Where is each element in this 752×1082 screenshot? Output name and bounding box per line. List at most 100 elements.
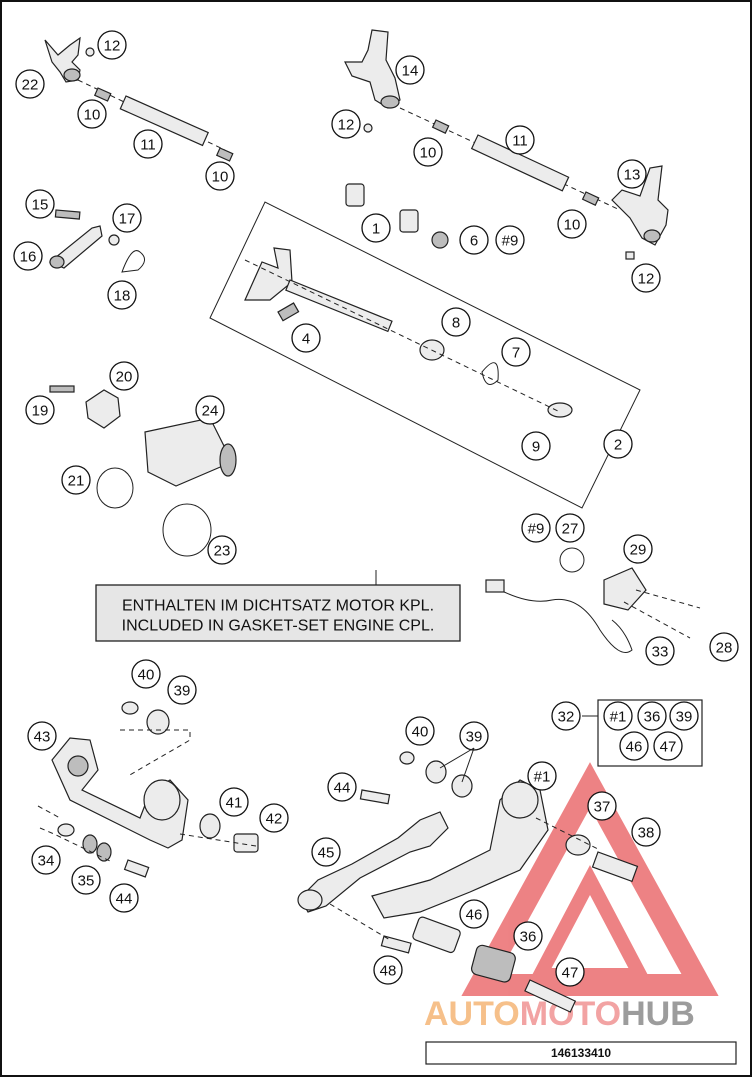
callout-circle bbox=[653, 731, 683, 761]
callout-41: 41 bbox=[219, 787, 249, 817]
callout-circle bbox=[15, 69, 45, 99]
callout-12: 12 bbox=[631, 263, 661, 293]
callout-38: 38 bbox=[631, 817, 661, 847]
callout-circle bbox=[131, 659, 161, 689]
callout-16: 16 bbox=[13, 241, 43, 271]
callout-18: 18 bbox=[107, 280, 137, 310]
callout-28: 28 bbox=[709, 632, 739, 662]
callout-label: 1 bbox=[372, 221, 380, 238]
callout-label: 7 bbox=[512, 345, 520, 362]
callout-45: 45 bbox=[311, 837, 341, 867]
callout-40: 40 bbox=[405, 716, 435, 746]
callout-10: 10 bbox=[77, 99, 107, 129]
watermark-text: AUTOMOTOHUB bbox=[424, 995, 695, 1033]
callout-15: 15 bbox=[25, 189, 55, 219]
callout-14: 14 bbox=[395, 55, 425, 85]
callout-47: 47 bbox=[653, 731, 683, 761]
foot-shift-lever bbox=[371, 779, 639, 1013]
callout-33: 33 bbox=[645, 636, 675, 666]
callout-circle bbox=[521, 431, 551, 461]
callout-ref-9: #9 bbox=[495, 225, 525, 255]
callout-circle bbox=[61, 465, 91, 495]
callout-label: 29 bbox=[630, 542, 647, 559]
callout-label: 46 bbox=[626, 739, 643, 756]
callout-circle bbox=[259, 803, 289, 833]
shift-shaft-box bbox=[209, 201, 641, 509]
note-line-en: INCLUDED IN GASKET-SET ENGINE CPL. bbox=[122, 618, 435, 635]
callout-9: 9 bbox=[521, 431, 551, 461]
callout-label: 22 bbox=[22, 77, 39, 94]
callout-39: 39 bbox=[669, 701, 699, 731]
callout-circle bbox=[112, 203, 142, 233]
watermark-inner-triangle bbox=[528, 864, 652, 982]
callout-circle bbox=[109, 883, 139, 913]
callout-label: 39 bbox=[466, 729, 483, 746]
callout-label: 33 bbox=[652, 644, 669, 661]
callout-21: 21 bbox=[61, 465, 91, 495]
callout-label: #9 bbox=[528, 521, 545, 538]
callout-39: 39 bbox=[167, 675, 197, 705]
callout-label: 11 bbox=[512, 133, 528, 150]
callout-circle bbox=[551, 701, 581, 731]
callout-circle bbox=[617, 159, 647, 189]
callout-circle bbox=[405, 716, 435, 746]
callout-circle bbox=[709, 632, 739, 662]
callout-8: 8 bbox=[441, 307, 471, 337]
callout-40: 40 bbox=[131, 659, 161, 689]
callout-24: 24 bbox=[195, 395, 225, 425]
callout-label: 4 bbox=[302, 331, 310, 348]
callout-label: 8 bbox=[452, 315, 460, 332]
callout-label: 39 bbox=[676, 709, 693, 726]
callout-2: 2 bbox=[603, 429, 633, 459]
shift-linkage bbox=[297, 751, 473, 954]
callout-label: 13 bbox=[624, 167, 641, 184]
callout-11: 11 bbox=[133, 129, 163, 159]
callout-circle bbox=[13, 241, 43, 271]
callout-circle bbox=[25, 395, 55, 425]
callout-label: 12 bbox=[338, 117, 355, 134]
callout-32: 32 bbox=[551, 701, 581, 731]
callout-ref-9: #9 bbox=[521, 513, 551, 543]
callout-circle bbox=[631, 817, 661, 847]
callout-circle bbox=[513, 921, 543, 951]
callout-label: #9 bbox=[502, 233, 519, 250]
callout-label: 9 bbox=[532, 439, 540, 456]
callout-label: 40 bbox=[412, 724, 429, 741]
callout-12: 12 bbox=[331, 109, 361, 139]
callout-circle bbox=[645, 636, 675, 666]
callout-label: 36 bbox=[520, 929, 537, 946]
callout-label: 40 bbox=[138, 667, 155, 684]
callout-circle bbox=[459, 721, 489, 751]
callout-label: 11 bbox=[140, 137, 156, 154]
callout-circle bbox=[327, 772, 357, 802]
callout-circle bbox=[637, 701, 667, 731]
callout-label: 10 bbox=[212, 169, 229, 186]
callout-label: 37 bbox=[594, 799, 611, 816]
callout-label: 38 bbox=[638, 825, 655, 842]
note-box bbox=[95, 584, 461, 642]
callout-label: 27 bbox=[562, 521, 579, 538]
callout-label: 44 bbox=[116, 891, 133, 908]
shift-fork-13 bbox=[611, 165, 669, 260]
callout-circle bbox=[555, 957, 585, 987]
shift-lever-43 bbox=[51, 701, 259, 878]
callout-6: 6 bbox=[459, 225, 489, 255]
callout-10: 10 bbox=[413, 137, 443, 167]
callout-label: 47 bbox=[562, 965, 579, 982]
watermark-triangle bbox=[461, 762, 719, 996]
callout-label: 42 bbox=[266, 811, 283, 828]
callout-label: 45 bbox=[318, 845, 335, 862]
shift-fork-14 bbox=[344, 29, 401, 133]
callout-label: #1 bbox=[610, 709, 627, 726]
callout-47: 47 bbox=[555, 957, 585, 987]
callout-13: 13 bbox=[617, 159, 647, 189]
callout-circle bbox=[331, 109, 361, 139]
callout-circle bbox=[27, 721, 57, 751]
callout-label: 17 bbox=[119, 211, 136, 228]
callout-circle bbox=[133, 129, 163, 159]
callout-circle bbox=[669, 701, 699, 731]
callout-label: 12 bbox=[104, 38, 121, 55]
callout-circle bbox=[311, 837, 341, 867]
callout-circle bbox=[495, 225, 525, 255]
diagram-number-box bbox=[425, 1041, 737, 1065]
